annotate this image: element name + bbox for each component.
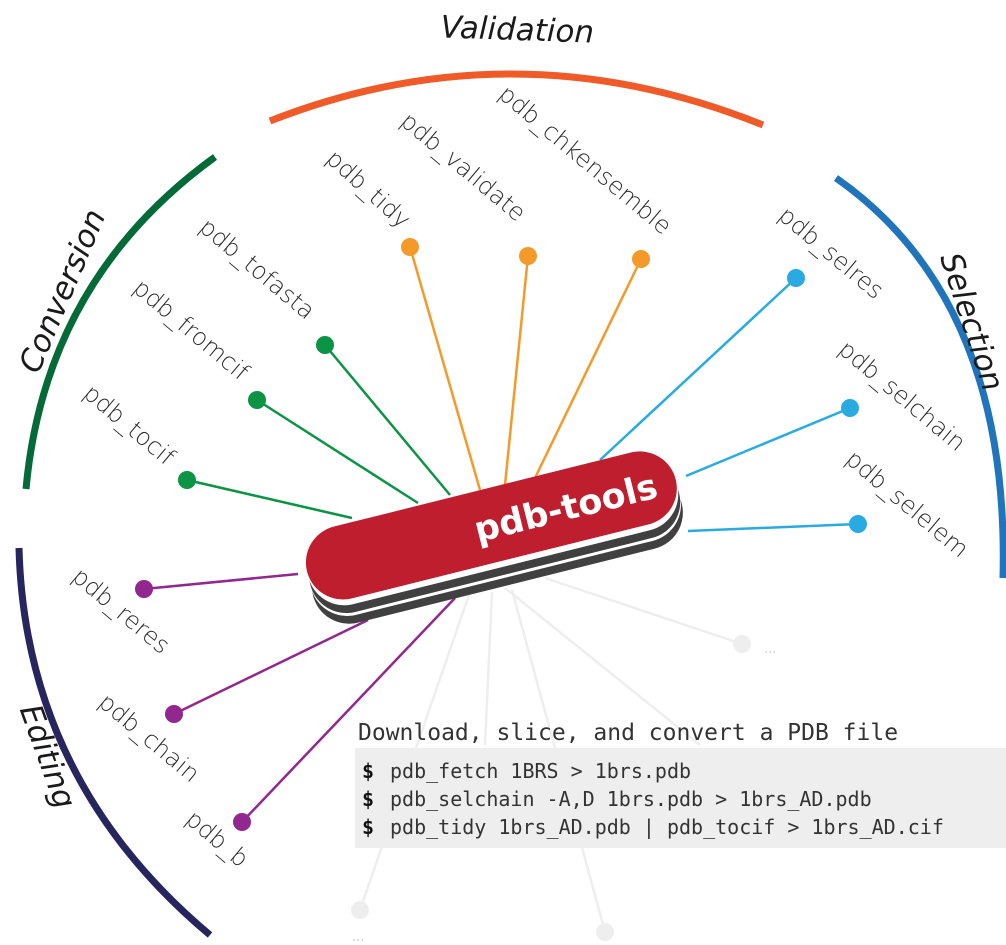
pdb-chain-label: pdb_chain <box>93 688 205 788</box>
logo-badge <box>305 451 677 600</box>
selection-category-label: Selection <box>932 248 1006 395</box>
pdb-reres-label: pdb_reres <box>67 562 176 660</box>
editing-arc <box>15 547 213 938</box>
pdb-selres-node[interactable] <box>787 269 805 287</box>
pdb-tofasta-node[interactable] <box>316 336 334 354</box>
command-prompt: $ <box>362 787 374 811</box>
pdb-tools-logo: pdb-tools <box>305 451 683 624</box>
code-box <box>355 748 1006 848</box>
pdb-selelem-node[interactable] <box>849 515 867 533</box>
pdb-selchain-label: pdb_selchain <box>833 335 971 457</box>
validation-category-label: Validation <box>440 9 595 50</box>
conversion-spokes <box>186 344 451 520</box>
command-prompt: $ <box>362 759 374 783</box>
pdb-b-node[interactable] <box>233 813 251 831</box>
pdb-chain-node[interactable] <box>165 705 183 723</box>
validation-arc <box>268 70 765 129</box>
pdb-tidy-node[interactable] <box>401 238 419 256</box>
editing-category-label: Editing <box>12 700 83 814</box>
more-tools-label: ... <box>764 642 776 657</box>
pdb-validate-node[interactable] <box>519 247 537 265</box>
pdb-fromcif-label: pdb_fromcif <box>128 274 255 387</box>
command-prompt: $ <box>362 815 374 839</box>
command-line[interactable]: pdb_selchain -A,D 1brs.pdb > 1brs_AD.pdb <box>390 787 872 811</box>
pdb-selres-label: pdb_selres <box>773 201 889 305</box>
more-tools-node <box>596 923 614 941</box>
pdb-tocif-label: pdb_tocif <box>78 379 181 472</box>
selection-spokes <box>599 277 859 533</box>
pdb-selelem-label: pdb_selelem <box>840 445 974 564</box>
example-caption: Download, slice, and convert a PDB file <box>358 720 898 746</box>
pdb-reres-node[interactable] <box>135 580 153 598</box>
command-line[interactable]: pdb_fetch 1BRS > 1brs.pdb <box>390 759 691 783</box>
example-panel: Download, slice, and convert a PDB file … <box>355 720 1006 848</box>
editing-spokes <box>143 572 456 823</box>
more-tools-label: ... <box>352 930 364 945</box>
pdb-selchain-node[interactable] <box>841 399 859 417</box>
validation-spokes <box>408 246 643 491</box>
conversion-arc <box>22 154 218 490</box>
pdb-tocif-node[interactable] <box>178 471 196 489</box>
pdb-validate-label: pdb_validate <box>395 107 531 227</box>
pdb-tofasta-label: pdb_tofasta <box>194 213 320 325</box>
command-line[interactable]: pdb_tidy 1brs_AD.pdb | pdb_tocif > 1brs_… <box>390 815 944 839</box>
more-tools-node <box>351 901 369 919</box>
pdb-fromcif-node[interactable] <box>248 391 266 409</box>
more-tools-node <box>733 635 751 653</box>
pdb-chkensemble-node[interactable] <box>632 250 650 268</box>
conversion-category-label: Conversion <box>12 204 113 378</box>
selection-arc <box>833 175 1006 579</box>
pdb-tidy-label: pdb_tidy <box>321 144 416 234</box>
